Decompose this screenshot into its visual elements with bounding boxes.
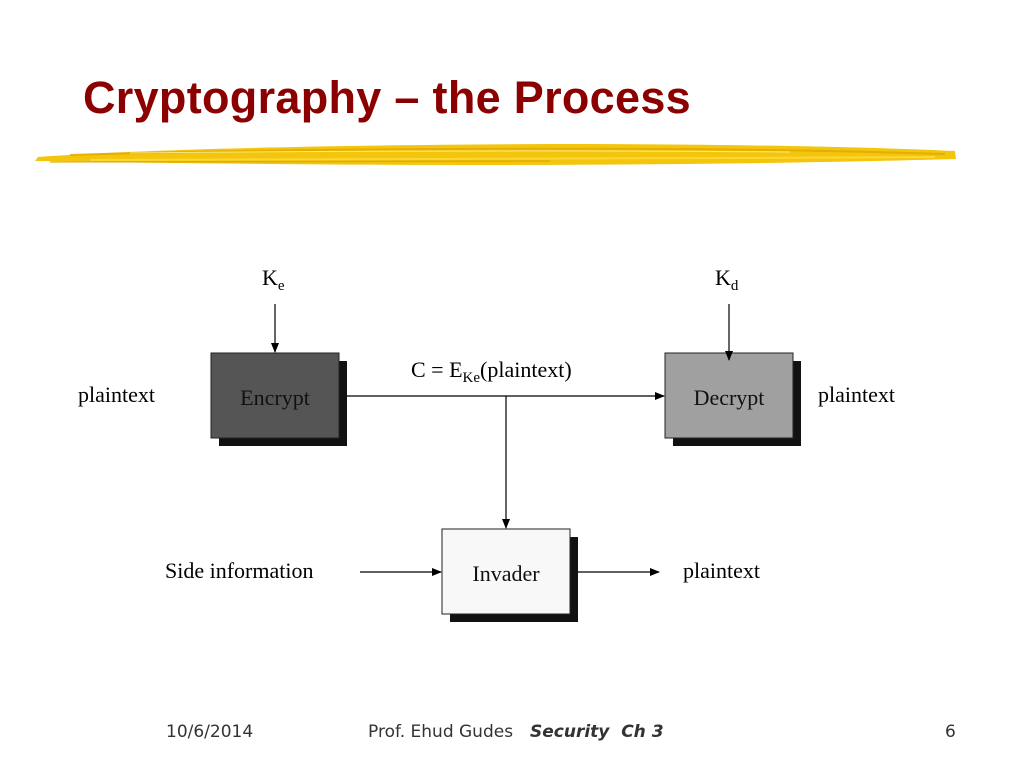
ciphertext-label: C = EKe(plaintext) [411,357,572,386]
decrypt-label: Decrypt [694,385,765,410]
key-decrypt-label: Kd [715,265,739,294]
plaintext-input-label: plaintext [78,382,155,407]
key-encrypt-label: Ke [262,265,285,294]
slide-title: Cryptography – the Process [83,72,691,123]
encrypt-box: Encrypt [210,352,347,446]
invader-label: Invader [472,561,540,586]
decrypt-box: Decrypt [664,352,801,446]
side-information-label: Side information [165,558,313,583]
footer-author: Prof. Ehud Gudes [368,722,514,742]
invader-box: Invader [441,528,578,622]
footer-date: 10/6/2014 [166,722,254,742]
footer-course: Security Ch 3 [530,722,664,742]
encrypt-label: Encrypt [240,385,310,410]
plaintext-invader-label: plaintext [683,558,760,583]
footer-page-number: 6 [945,722,956,742]
title-underline-brush-stroke [35,144,956,165]
plaintext-output-label: plaintext [818,382,895,407]
